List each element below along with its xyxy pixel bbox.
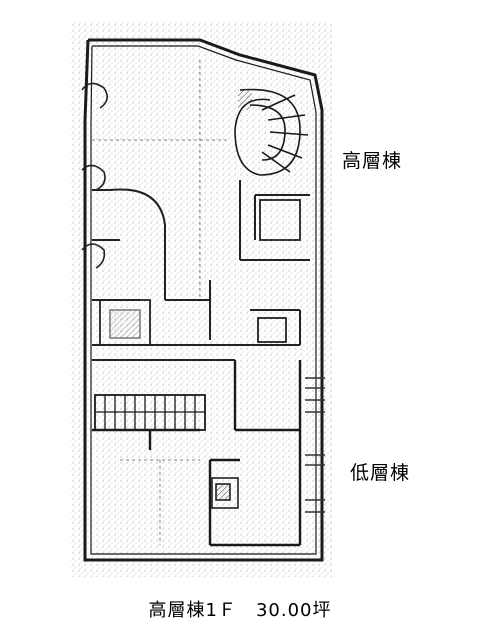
low-rise-label: 低層棟 — [350, 462, 411, 484]
exterior-tick-marks — [305, 377, 325, 513]
left-curved-elements — [81, 82, 108, 269]
floor-caption: 高層棟1Ｆ 30.00坪 — [148, 600, 332, 621]
grid-lines — [92, 60, 230, 545]
service-rooms — [99, 199, 301, 346]
high-rise-label: 高層棟 — [342, 150, 403, 172]
low-rise-wc — [211, 477, 239, 509]
spiral-staircase — [234, 88, 309, 176]
floor-plan-drawing — [70, 22, 332, 577]
straight-staircase — [94, 394, 206, 431]
building-outline — [83, 38, 324, 562]
